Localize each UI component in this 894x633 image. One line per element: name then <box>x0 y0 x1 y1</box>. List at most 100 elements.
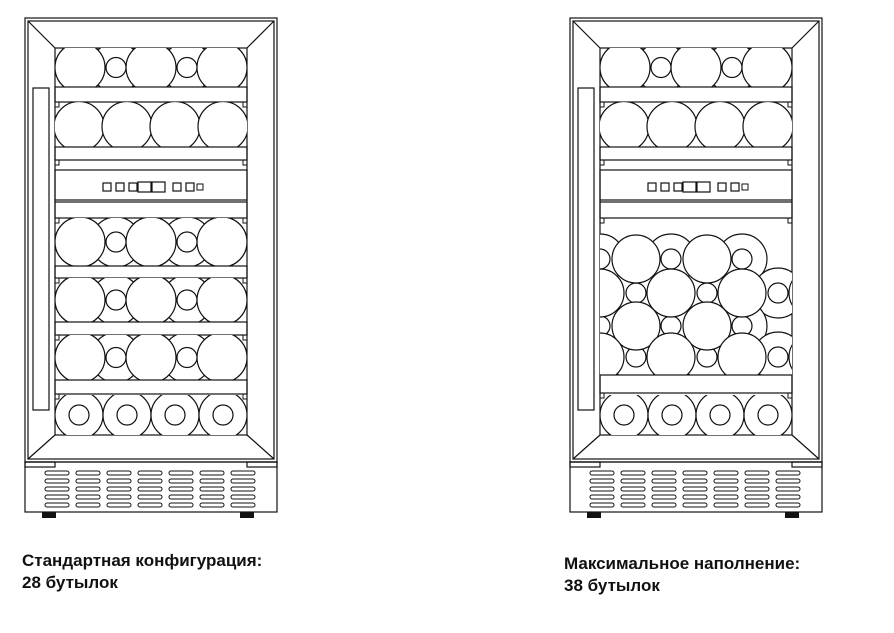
frame-corner <box>246 434 275 460</box>
control-button <box>647 182 657 192</box>
shelf <box>54 265 248 279</box>
vent-slot <box>589 486 615 492</box>
vent-slot <box>199 486 225 492</box>
vent-slot <box>75 502 101 508</box>
vent-slot <box>713 502 739 508</box>
vent-slot <box>106 478 132 484</box>
bottle-neck <box>176 56 198 79</box>
vent-slot <box>682 494 708 500</box>
bottle-punt <box>613 404 635 426</box>
vent-slot <box>168 478 194 484</box>
bottle-row <box>55 48 247 87</box>
bottle-punt <box>757 404 779 426</box>
bottle <box>741 48 792 87</box>
shelf <box>599 146 793 161</box>
hinge <box>246 461 278 468</box>
temp-display <box>682 181 697 193</box>
shelf-bracket <box>599 392 605 399</box>
vent-slot <box>744 478 770 484</box>
bottle <box>55 102 105 147</box>
vent-slot <box>775 470 801 476</box>
bottle <box>646 102 698 147</box>
control-button <box>128 182 138 192</box>
vent-slot <box>775 486 801 492</box>
vent-slot <box>230 486 256 492</box>
vent-slot <box>75 470 101 476</box>
bottle <box>125 335 177 380</box>
vent-slot <box>75 486 101 492</box>
shelf-bracket <box>787 217 793 224</box>
vent-slot <box>168 486 194 492</box>
caption-standard-count: 28 бутылок <box>22 573 118 592</box>
bottle <box>600 268 625 318</box>
vent-slot <box>651 494 677 500</box>
bottle <box>611 234 661 284</box>
bottle <box>196 278 247 322</box>
caption-maximum-count: 38 бутылок <box>564 576 660 595</box>
bottle-neck <box>731 248 753 270</box>
bottle <box>55 218 106 266</box>
vent-slot <box>75 478 101 484</box>
bottle <box>694 102 746 147</box>
shelf-bracket <box>599 159 605 166</box>
bottle <box>196 48 247 87</box>
vent-slot <box>651 478 677 484</box>
bottle-row <box>600 102 792 147</box>
frame-corner <box>572 20 601 49</box>
shelf-bracket <box>54 334 60 341</box>
bottle-neck <box>660 248 682 270</box>
vent-slot <box>199 502 225 508</box>
vent-slot <box>713 494 739 500</box>
bottle-punt <box>164 404 186 426</box>
power-button <box>741 183 749 191</box>
vent-slot <box>589 494 615 500</box>
bottle <box>670 48 722 87</box>
bottle <box>600 48 651 87</box>
bottle <box>196 335 247 380</box>
vent-slots <box>44 470 256 508</box>
vent-slot <box>651 486 677 492</box>
control-panel <box>54 169 248 201</box>
vent-slot <box>44 494 70 500</box>
bottle-neck <box>176 346 198 369</box>
bottle <box>600 102 650 147</box>
shelf <box>54 146 248 161</box>
vent-slot <box>620 486 646 492</box>
vent-slot <box>775 478 801 484</box>
bottle <box>717 332 767 375</box>
vent-slot <box>75 494 101 500</box>
bottle <box>742 102 792 147</box>
bottle <box>717 268 767 318</box>
bottle-row <box>55 102 247 147</box>
control-button <box>172 182 182 192</box>
bottle-punt <box>212 404 234 426</box>
frame-corner <box>246 20 275 49</box>
vent-slot <box>106 486 132 492</box>
bottle <box>55 278 106 322</box>
vent-slots <box>589 470 801 508</box>
control-button <box>673 182 683 192</box>
bottle-punt <box>116 404 138 426</box>
temp-display <box>137 181 152 193</box>
bottle-neck <box>767 282 789 304</box>
bottle-neck <box>105 346 127 369</box>
vent-slot <box>137 502 163 508</box>
shelf-bracket <box>54 393 60 400</box>
shelf <box>599 86 793 103</box>
vent-slot <box>589 478 615 484</box>
vent-slot <box>713 486 739 492</box>
vent-slot <box>44 478 70 484</box>
foot <box>785 512 799 518</box>
bottle <box>788 344 792 370</box>
bottle <box>55 335 106 380</box>
vent-slot <box>137 486 163 492</box>
vent-slot <box>44 486 70 492</box>
vent-slot <box>199 470 225 476</box>
bottle-neck <box>696 282 718 304</box>
control-button <box>102 182 112 192</box>
shelf <box>54 86 248 103</box>
stacked-bottles <box>600 233 792 375</box>
hinge <box>24 461 56 468</box>
bottle-neck <box>767 346 789 368</box>
bottle <box>788 280 792 306</box>
